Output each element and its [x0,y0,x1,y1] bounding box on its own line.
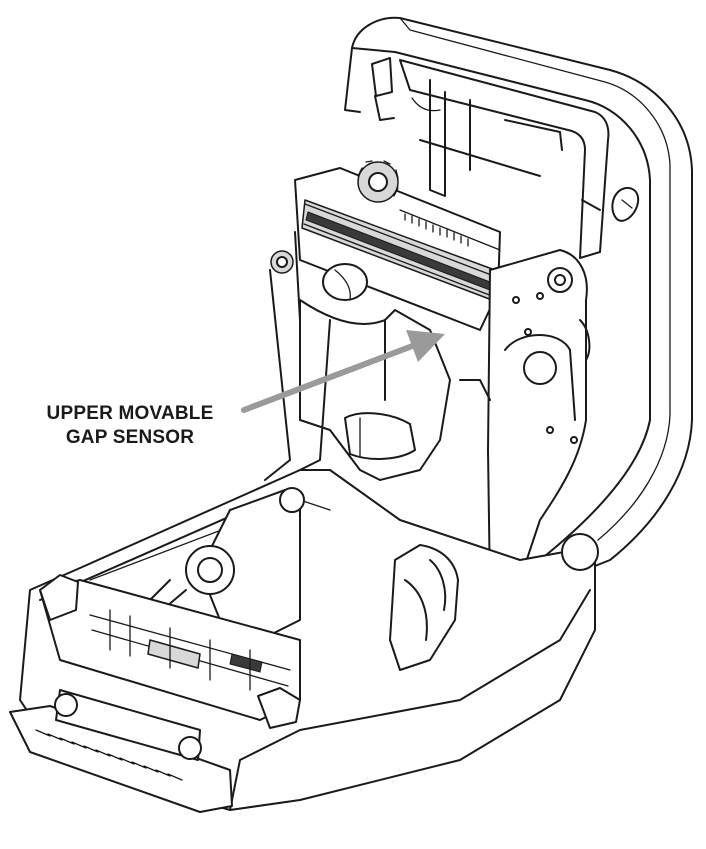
hinge-knob [561,533,599,571]
roll-holder-right [389,544,459,671]
right-side-plate [487,249,591,591]
callout-line-2: GAP SENSOR [65,427,195,448]
callout-line-1: UPPER MOVABLE [46,403,214,424]
platen-area [9,574,301,813]
top-cover [344,16,693,581]
roll-holder-left [149,487,305,641]
callout-arrow [241,330,445,413]
callout-label-upper-movable-gap-sensor: UPPER MOVABLE GAP SENSOR [8,402,252,450]
lid-inner-frame [399,59,610,259]
